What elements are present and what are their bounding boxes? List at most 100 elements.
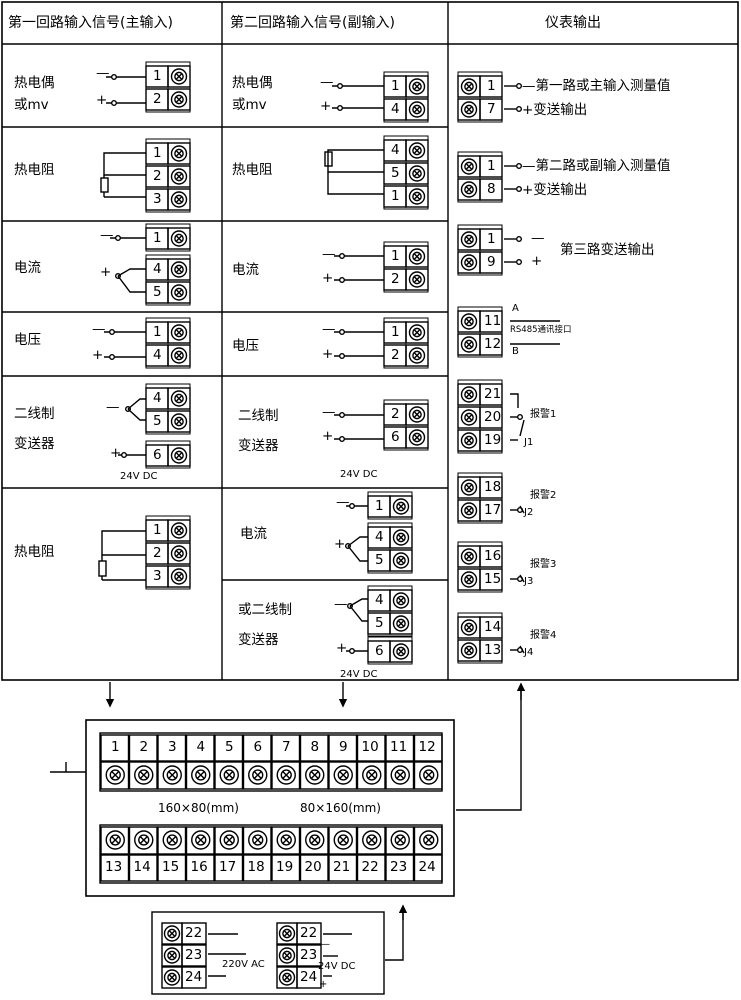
- screw-icon: [280, 834, 292, 846]
- terminal-number-box: [328, 854, 358, 882]
- screw-icon: [174, 194, 184, 205]
- screw-icon: [460, 158, 478, 175]
- screw-icon: [419, 765, 439, 785]
- screw-icon: [105, 765, 125, 785]
- screw-icon: [280, 769, 292, 781]
- screw-icon: [170, 390, 188, 407]
- terminal-number: 17: [219, 859, 237, 875]
- terminal-number-box: [242, 734, 272, 762]
- terminal-screw-box: [413, 826, 443, 855]
- terminal-number: 10: [361, 739, 379, 755]
- terminal-number: 20: [304, 859, 322, 875]
- screw-icon: [396, 501, 406, 512]
- screw-icon: [170, 168, 188, 185]
- terminal-number-box: [157, 734, 187, 762]
- terminal-number-box: [296, 922, 322, 945]
- terminal-number: 4: [196, 739, 206, 755]
- terminal-number: 4: [375, 529, 384, 545]
- screw-icon: [111, 836, 120, 844]
- sign-label: +: [110, 445, 122, 461]
- terminal-number-box: [128, 734, 158, 762]
- screw-icon: [170, 568, 188, 585]
- text: +变送输出: [522, 102, 588, 118]
- terminal-screw-box: [457, 568, 481, 591]
- alarm-label: J3: [524, 576, 534, 587]
- terminal-screw-box: [457, 545, 481, 568]
- terminal-number-box: [214, 854, 244, 882]
- screw-icon: [464, 81, 474, 92]
- terminal-number: 4: [391, 142, 400, 158]
- screw-icon: [408, 165, 426, 182]
- terminal-screw-box: [167, 410, 191, 433]
- screw-icon: [175, 150, 183, 157]
- screw-icon: [170, 447, 188, 464]
- terminal-dot: [114, 234, 121, 241]
- screw-icon: [412, 432, 422, 443]
- screw-icon: [394, 769, 406, 781]
- screw-icon: [191, 765, 211, 785]
- terminal-number: 2: [139, 739, 149, 755]
- terminal-screw-box: [299, 826, 329, 855]
- screw-icon: [223, 769, 235, 781]
- supply-label: 220V AC: [222, 959, 265, 970]
- terminal-number: 4: [153, 261, 162, 277]
- terminal-screw-box: [167, 88, 191, 111]
- screw-icon: [412, 409, 422, 420]
- screw-icon: [170, 145, 188, 162]
- screw-icon: [278, 969, 296, 986]
- wire: [127, 398, 146, 410]
- terminal-screw-box: [385, 761, 415, 790]
- sign-label: —: [336, 494, 350, 510]
- terminal-screw-box: [457, 155, 481, 178]
- screw-icon: [460, 502, 478, 519]
- screw-icon: [394, 834, 406, 846]
- screw-icon: [464, 389, 474, 400]
- sign-label: —: [334, 596, 348, 612]
- screw-icon: [412, 104, 422, 115]
- screw-icon: [392, 498, 410, 515]
- terminal-screw-box: [167, 281, 191, 304]
- terminal-number: 1: [153, 522, 162, 538]
- relay-contact: [519, 574, 525, 583]
- wire: [349, 598, 368, 607]
- terminal-number-box: [181, 966, 207, 989]
- screw-icon: [111, 771, 120, 779]
- supply-label: 24V DC: [318, 961, 356, 972]
- screw-icon: [138, 769, 150, 781]
- screw-icon: [175, 573, 183, 580]
- screw-icon: [168, 836, 177, 844]
- screw-icon: [168, 930, 176, 937]
- terminal-number-box: [385, 734, 415, 762]
- screw-icon: [464, 234, 474, 245]
- screw-icon: [408, 188, 426, 205]
- terminal-number: 18: [247, 859, 265, 875]
- text: 二线制: [238, 408, 279, 424]
- screw-icon: [390, 830, 410, 850]
- screw-icon: [465, 576, 473, 583]
- screw-icon: [305, 830, 325, 850]
- screw-icon: [138, 834, 150, 846]
- screw-icon: [174, 327, 184, 338]
- terminal-number-box: [356, 854, 386, 882]
- sign-label: —: [531, 230, 545, 246]
- terminal-number: 22: [185, 925, 203, 941]
- screw-icon: [460, 642, 478, 659]
- screw-icon: [174, 171, 184, 182]
- screw-icon: [195, 769, 207, 781]
- arrow-head: [398, 904, 408, 914]
- text: 热电偶: [14, 75, 55, 91]
- screw-icon: [170, 261, 188, 278]
- relay-contact: [519, 645, 525, 654]
- screw-icon: [174, 287, 184, 298]
- screw-icon: [396, 618, 406, 629]
- terminal-number: 8: [310, 739, 320, 755]
- screw-icon: [191, 830, 211, 850]
- screw-icon: [174, 264, 184, 275]
- terminal-number: 1: [153, 230, 162, 246]
- screw-icon: [412, 327, 422, 338]
- screw-icon: [464, 339, 474, 350]
- screw-icon: [465, 553, 473, 560]
- sign-label: —: [106, 399, 120, 415]
- terminal-dot: [337, 82, 344, 89]
- screw-icon: [396, 646, 406, 657]
